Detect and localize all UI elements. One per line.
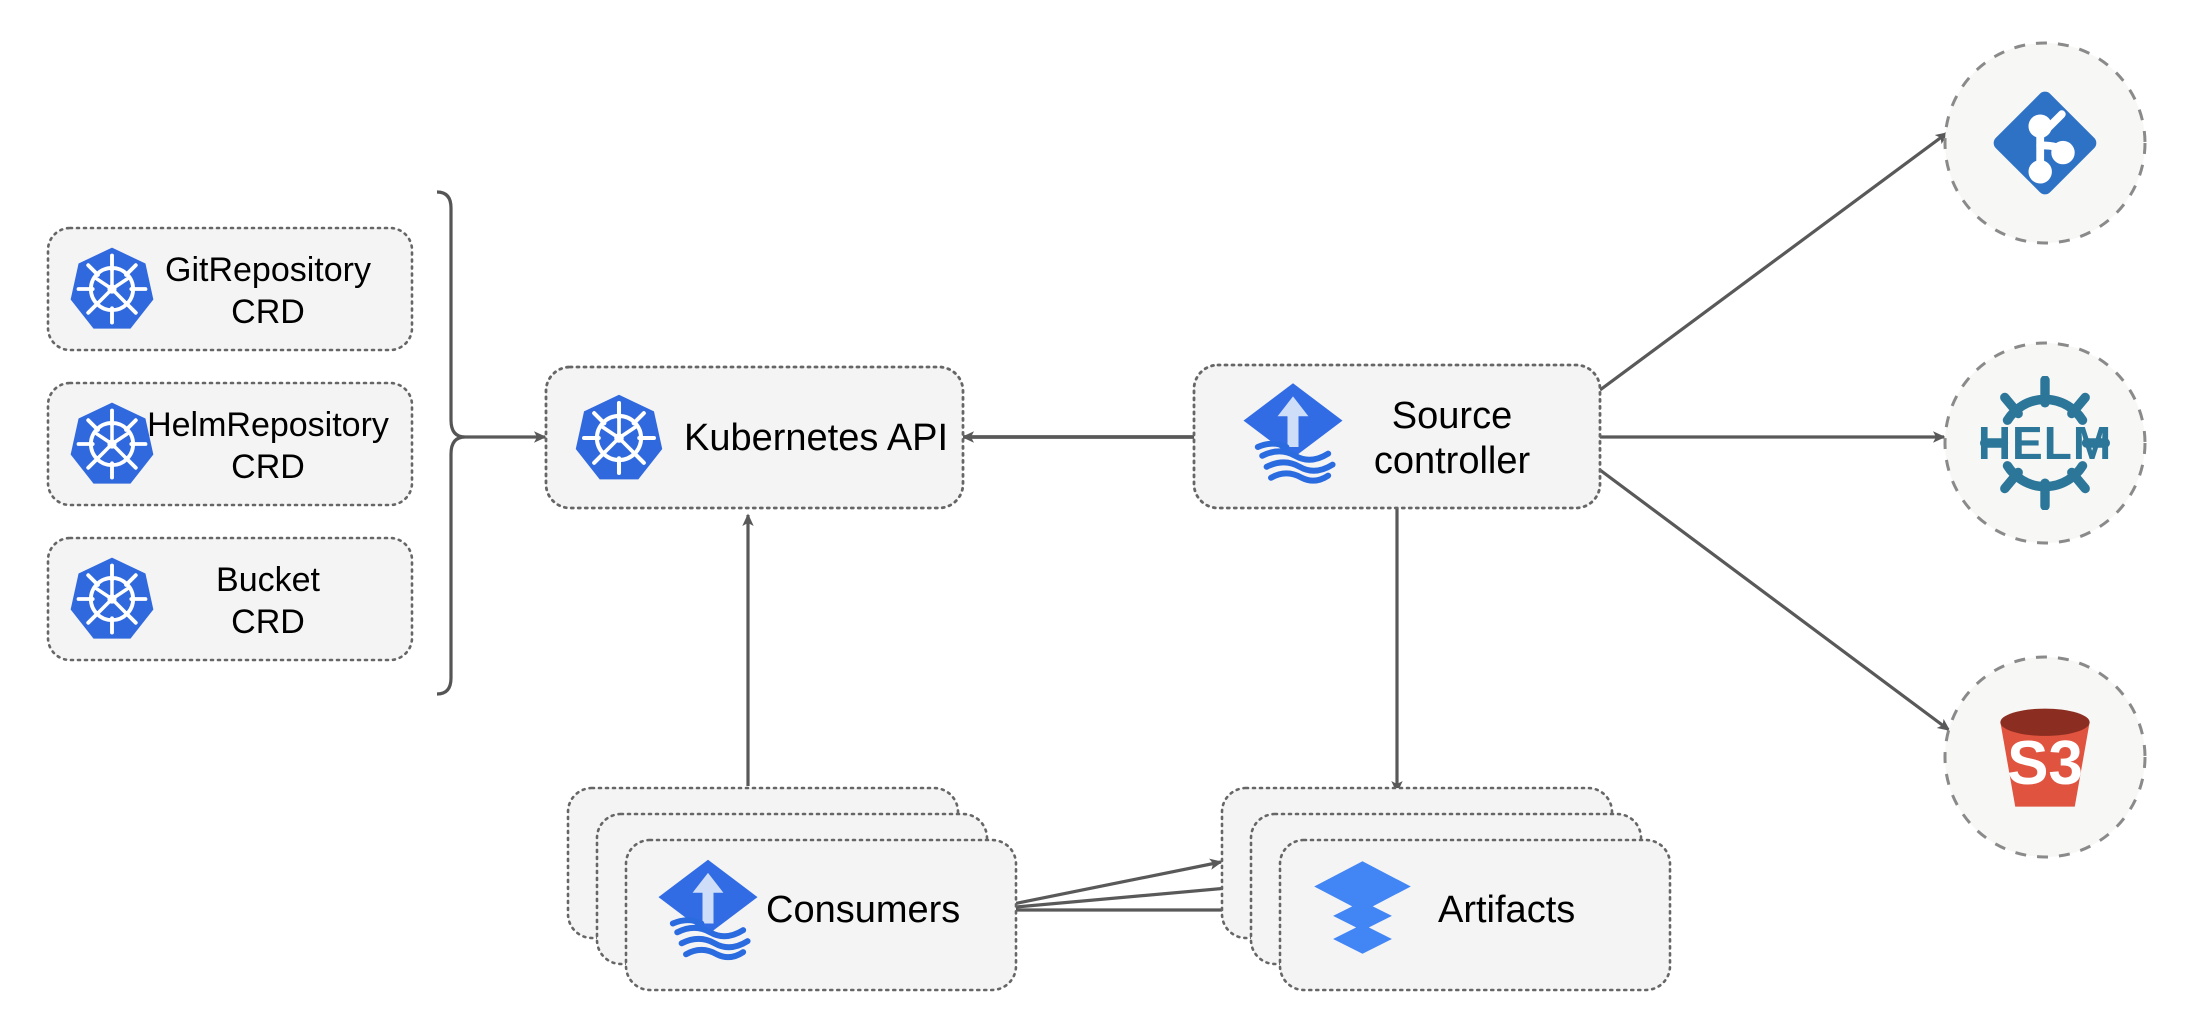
endpoint-s3[interactable]: S3 [1943, 655, 2147, 859]
source-controller-label-line1: Source [1392, 395, 1512, 437]
crd-group-brace [436, 190, 466, 696]
edge-consumers-to-artifacts-2 [982, 881, 1252, 912]
consumers-label: Consumers [766, 889, 960, 931]
edge-consumers-to-artifacts-1 [982, 858, 1223, 912]
crd-card-gitrepository[interactable]: GitRepository CRD [46, 226, 414, 352]
s3-label: S3 [2007, 729, 2083, 798]
node-kubernetes-api[interactable]: Kubernetes API [544, 365, 965, 510]
artifacts-label: Artifacts [1438, 889, 1575, 931]
endpoint-git[interactable] [1943, 41, 2147, 245]
crd-label-line2: CRD [231, 603, 305, 641]
crd-card-bucket[interactable]: Bucket CRD [46, 536, 414, 662]
crd-label-line1: GitRepository [165, 251, 371, 289]
crd-label-line2: CRD [231, 448, 305, 486]
crd-label-line1: Bucket [216, 561, 320, 599]
node-artifacts[interactable]: Artifacts [1220, 786, 1672, 992]
source-controller-label-line2: controller [1374, 440, 1531, 482]
crd-label-line2: CRD [231, 293, 305, 331]
crd-card-helmrepository[interactable]: HelmRepository CRD [46, 381, 414, 507]
edge-source-controller-to-s3 [1599, 468, 1951, 732]
crd-label-line1: HelmRepository [147, 406, 389, 444]
edge-source-controller-to-git [1599, 131, 1949, 392]
node-source-controller[interactable]: Source controller [1192, 363, 1602, 510]
helm-label: HELM [1978, 417, 2112, 469]
endpoint-helm[interactable]: HELM [1943, 341, 2147, 545]
kubernetes-api-label: Kubernetes API [684, 417, 948, 459]
node-consumers[interactable]: Consumers [566, 786, 1018, 992]
